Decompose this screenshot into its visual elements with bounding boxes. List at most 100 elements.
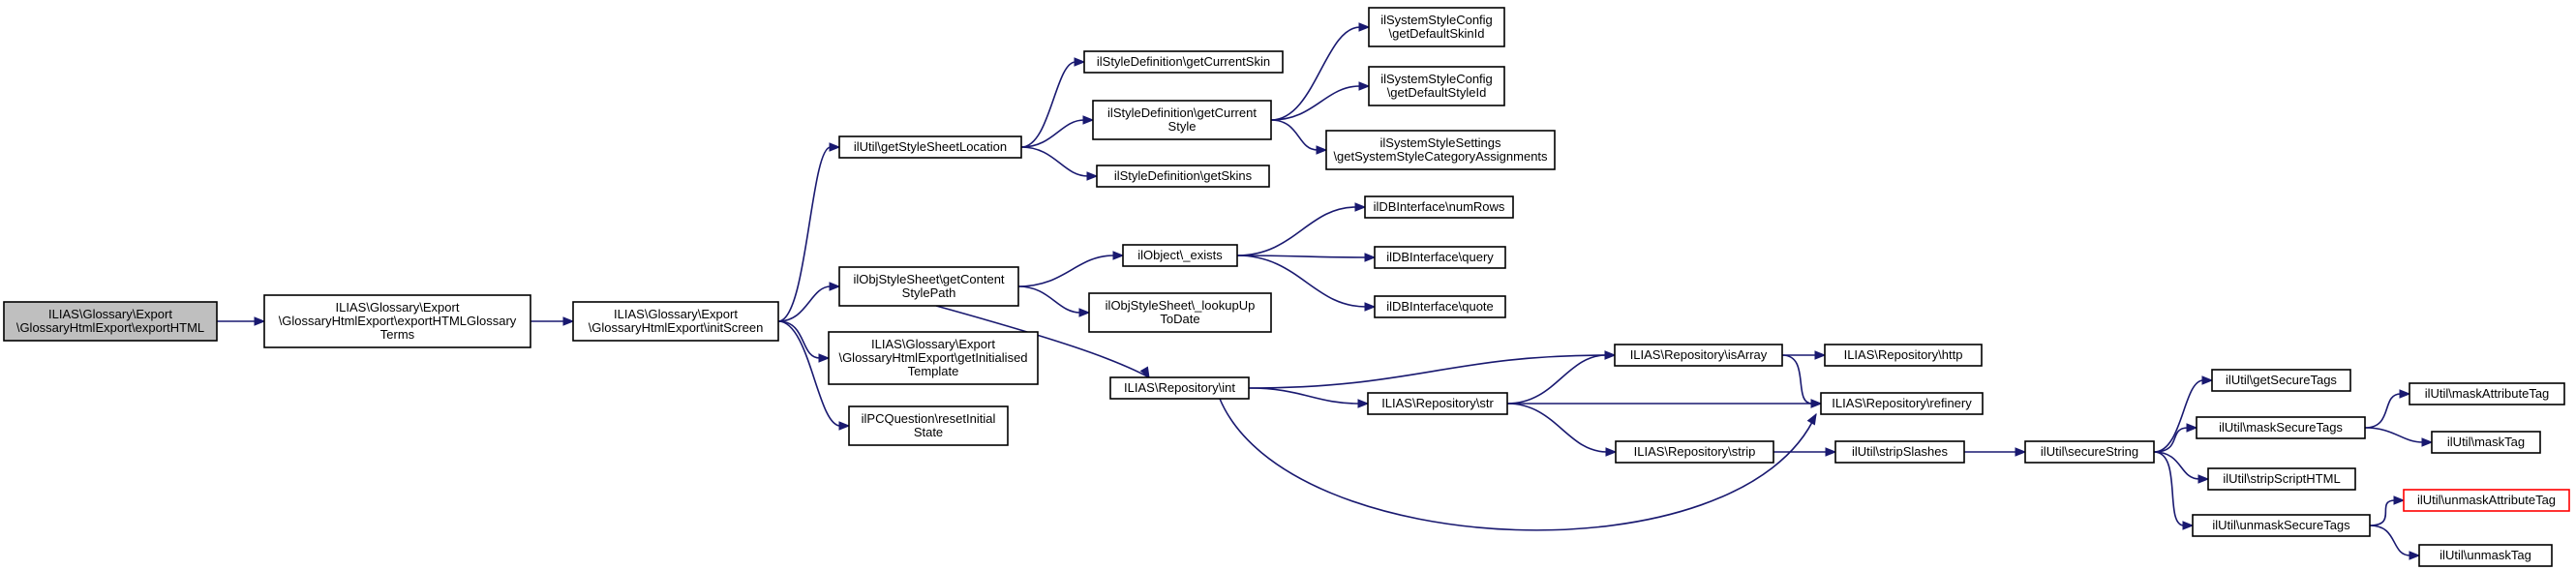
node-get-initialised-template[interactable]: ILIAS\Glossary\Export\GlossaryHtmlExport…: [828, 331, 1039, 385]
node-label-line: ILIAS\Repository\http: [1844, 347, 1963, 362]
node-label-line: \getDefaultStyleId: [1387, 85, 1487, 100]
node-label-line: \getSystemStyleCategoryAssignments: [1333, 149, 1548, 164]
node-get-default-style-id[interactable]: ilSystemStyleConfig\getDefaultStyleId: [1368, 66, 1505, 106]
node-root[interactable]: ILIAS\Glossary\Export\GlossaryHtmlExport…: [3, 301, 218, 342]
node-unmask-tag[interactable]: ilUtil\unmaskTag: [2418, 544, 2553, 567]
node-label-line: ilSystemStyleConfig: [1380, 72, 1493, 86]
node-get-default-skin-id[interactable]: ilSystemStyleConfig\getDefaultSkinId: [1368, 7, 1505, 47]
edge-line: [1270, 26, 1361, 121]
node-num-rows[interactable]: ilDBInterface\numRows: [1364, 195, 1514, 219]
edge-get-style-sheet-location-to-get-skins: [1020, 146, 1099, 181]
node-label-line: ilUtil\maskTag: [2447, 435, 2525, 449]
node-box: [3, 301, 218, 342]
node-unmask-attribute-tag[interactable]: ilUtil\unmaskAttributeTag: [2403, 489, 2570, 512]
node-unmask-secure-tags[interactable]: ilUtil\unmaskSecureTags: [2192, 514, 2371, 537]
node-box: [1368, 7, 1505, 47]
node-label-line: ilSystemStyleSettings: [1380, 135, 1501, 150]
node-init-screen[interactable]: ILIAS\Glossary\Export\GlossaryHtmlExport…: [572, 301, 779, 342]
node-mask-attribute-tag[interactable]: ilUtil\maskAttributeTag: [2409, 382, 2565, 405]
edge-line: [2153, 379, 2204, 453]
edge-line: [1236, 255, 1367, 308]
node-secure-string[interactable]: ilUtil\secureString: [2024, 440, 2155, 464]
node-box: [828, 331, 1039, 385]
edge-mask-secure-tags-to-mask-tag: [2364, 427, 2434, 447]
edge-object-exists-to-query: [1236, 253, 1377, 262]
node-repo-strip[interactable]: ILIAS\Repository\strip: [1615, 440, 1774, 464]
edge-get-content-style-path-to-repo-int: [935, 305, 1150, 379]
edge-object-exists-to-quote: [1236, 255, 1377, 312]
node-label-line: ILIAS\Glossary\Export: [614, 307, 738, 321]
arrowhead-icon: [1806, 412, 1817, 426]
edge-init-screen-to-get-style-sheet-location: [777, 142, 841, 322]
node-strip-script-html[interactable]: ilUtil\stripScriptHTML: [2207, 467, 2356, 491]
edge-line: [2364, 393, 2402, 429]
node-strip-slashes[interactable]: ilUtil\stripSlashes: [1834, 440, 1965, 464]
edge-line: [777, 320, 821, 359]
edge-line: [1506, 354, 1607, 405]
edge-get-style-sheet-location-to-get-current-style: [1020, 115, 1095, 148]
edge-strip-slashes-to-secure-string: [1963, 447, 2027, 457]
arrowhead-icon: [1074, 57, 1086, 67]
node-box: [1615, 440, 1774, 464]
node-quote[interactable]: ilDBInterface\quote: [1374, 295, 1506, 318]
node-label-line: ilUtil\maskSecureTags: [2219, 420, 2343, 435]
edge-init-screen-to-reset-initial-state: [777, 320, 851, 431]
edge-secure-string-to-get-secure-tags: [2153, 375, 2214, 453]
edge-init-screen-to-get-content-style-path: [777, 282, 841, 322]
edge-layer: [217, 22, 2434, 560]
node-label-line: ilUtil\stripScriptHTML: [2223, 471, 2340, 486]
node-repo-str[interactable]: ILIAS\Repository\str: [1367, 392, 1508, 415]
node-repo-refinery[interactable]: ILIAS\Repository\refinery: [1820, 392, 1984, 415]
node-repo-int[interactable]: ILIAS\Repository\int: [1109, 376, 1250, 400]
node-label-line: ILIAS\Repository\str: [1381, 396, 1494, 410]
arrowhead-icon: [2409, 551, 2421, 560]
node-export-terms[interactable]: ILIAS\Glossary\Export\GlossaryHtmlExport…: [263, 294, 531, 348]
node-query[interactable]: ilDBInterface\query: [1374, 246, 1506, 269]
node-box: [1614, 344, 1783, 367]
edge-line: [1781, 354, 1813, 405]
node-get-skins[interactable]: ilStyleDefinition\getSkins: [1096, 165, 1270, 188]
node-label-line: ilUtil\getStyleSheetLocation: [854, 139, 1007, 154]
edge-line: [1506, 403, 1608, 453]
edge-mask-secure-tags-to-mask-attribute-tag: [2364, 389, 2411, 429]
node-label-line: ilUtil\maskAttributeTag: [2425, 386, 2550, 401]
node-box: [2409, 382, 2565, 405]
node-label-line: ILIAS\Repository\refinery: [1832, 396, 1972, 410]
node-repo-is-array[interactable]: ILIAS\Repository\isArray: [1614, 344, 1783, 367]
node-label-line: ilUtil\secureString: [2041, 444, 2138, 459]
node-repo-http[interactable]: ILIAS\Repository\http: [1824, 344, 1983, 367]
node-label-line: ILIAS\Glossary\Export: [48, 307, 172, 321]
node-mask-tag[interactable]: ilUtil\maskTag: [2431, 431, 2541, 454]
node-box: [1368, 66, 1505, 106]
node-box: [2024, 440, 2155, 464]
node-get-secure-tags[interactable]: ilUtil\getSecureTags: [2211, 369, 2351, 392]
arrowhead-icon: [1364, 253, 1377, 262]
edge-repo-str-to-repo-refinery: [1507, 399, 1823, 408]
edge-line: [2369, 525, 2411, 556]
edge-secure-string-to-mask-secure-tags: [2153, 423, 2198, 453]
edge-secure-string-to-unmask-secure-tags: [2153, 451, 2195, 530]
arrowhead-icon: [1086, 171, 1099, 181]
node-label-line: ILIAS\Repository\isArray: [1630, 347, 1768, 362]
node-get-system-style-category-assignments[interactable]: ilSystemStyleSettings\getSystemStyleCate…: [1325, 130, 1556, 170]
node-get-current-skin[interactable]: ilStyleDefinition\getCurrentSkin: [1083, 50, 1284, 74]
node-object-exists[interactable]: ilObject\_exists: [1122, 244, 1238, 267]
edge-repo-is-array-to-repo-refinery: [1781, 354, 1823, 408]
node-label-line: ilStyleDefinition\getCurrent: [1107, 105, 1257, 120]
arrowhead-icon: [1605, 447, 1618, 457]
edge-line: [1020, 61, 1076, 148]
node-box: [1109, 376, 1250, 400]
arrowhead-icon: [1139, 366, 1150, 379]
arrowhead-icon: [1082, 115, 1095, 125]
node-mask-secure-tags[interactable]: ilUtil\maskSecureTags: [2196, 416, 2366, 439]
node-get-style-sheet-location[interactable]: ilUtil\getStyleSheetLocation: [838, 135, 1022, 159]
node-label-line: \GlossaryHtmlExport\exportHTMLGlossary: [279, 314, 517, 328]
edge-line: [777, 285, 832, 322]
edge-repo-str-to-repo-strip: [1506, 403, 1618, 457]
edge-get-current-style-to-get-default-style-id: [1270, 81, 1371, 121]
